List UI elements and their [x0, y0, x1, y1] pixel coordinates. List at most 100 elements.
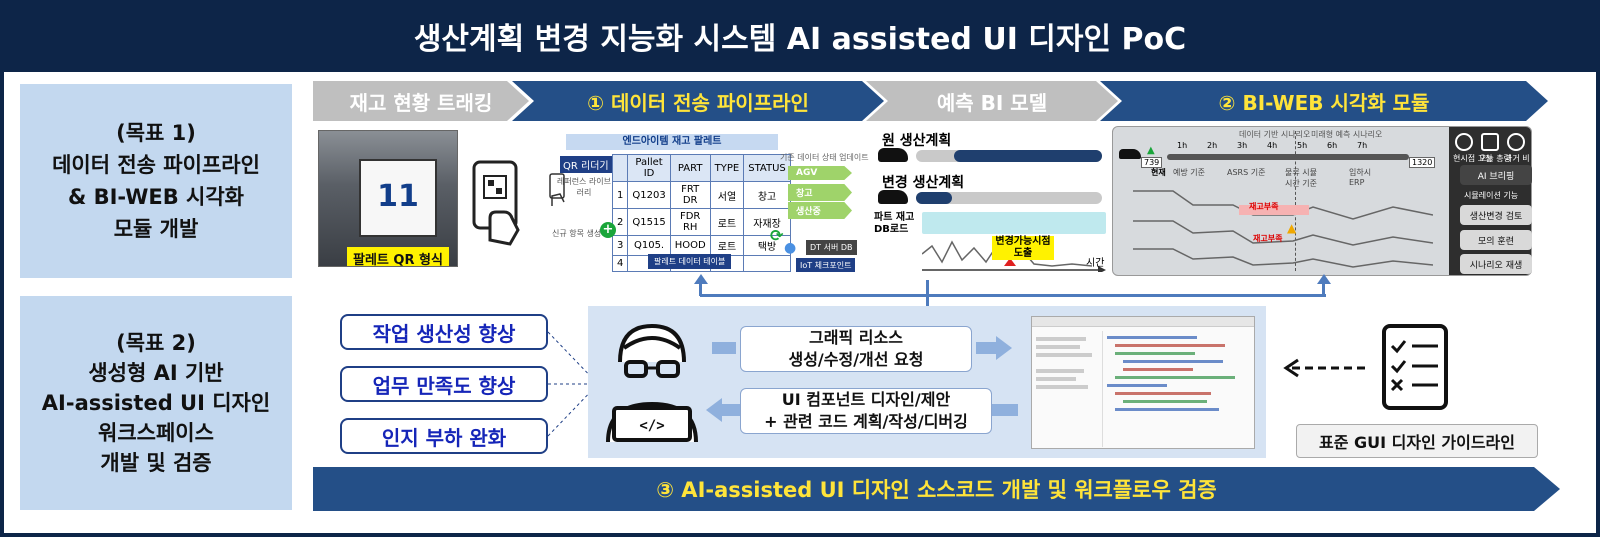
ai-briefing-button[interactable]: AI 브리핑	[1460, 165, 1532, 185]
request-line: + 관련 코드 계획/작성/디버깅	[764, 412, 968, 431]
history-icon[interactable]	[1507, 133, 1525, 151]
changed-plan-label: 변경 생산계획	[882, 175, 965, 191]
goal-1-line: 모듈 개발	[113, 217, 199, 241]
browser-bar	[1032, 317, 1254, 327]
photo-label: 팔레트 QR 형식	[347, 247, 449, 266]
pallet-photo: 11 팔레트 QR 형식	[318, 130, 458, 267]
pallet-data-table-label: 팔레트 데이터 테이블	[648, 254, 732, 269]
pin-icon[interactable]	[1455, 133, 1473, 151]
table-cell	[743, 255, 791, 272]
goal-2-line: 생성형 AI 기반	[88, 361, 224, 385]
time-tick: 3h	[1237, 141, 1248, 150]
arrow-left-shaft	[720, 404, 740, 416]
changed-plan-track	[916, 192, 1102, 204]
dt-server-db: DT 서버 DB	[806, 240, 857, 255]
stage-label: 예방 기준	[1173, 168, 1205, 177]
now-label: 현재	[1151, 168, 1166, 177]
car-icon	[1119, 149, 1141, 159]
table-cell: 창고	[743, 181, 791, 209]
step-forecast-bi-model: 예측 BI 모델	[866, 81, 1118, 121]
time-tick: 2h	[1207, 141, 1218, 150]
goal-2-heading: (목표 2)	[116, 331, 196, 355]
step-inventory-tracking: 재고 현황 트래킹	[313, 81, 529, 121]
iot-checkpoint: IoT 체크포인트	[796, 258, 856, 272]
counter-right: 1320	[1409, 157, 1436, 168]
page-title: 생산계획 변경 지능화 시스템 AI assisted UI 디자인 PoC	[0, 0, 1600, 72]
bi-web-dashboard: 데이터 기반 시나리오 미래형 예측 시나리오 1h 2h 3h 4h 5h 6…	[1112, 126, 1532, 276]
flow-chip-agv: AGV	[788, 166, 852, 180]
reference-library-label: 레퍼런스 라이브러리	[556, 177, 612, 197]
table-cell: 서열	[709, 181, 745, 209]
change-point-label: 변경가능시점 도출	[992, 236, 1054, 260]
goal-2-line: AI-assisted UI 디자인	[41, 391, 271, 415]
top-icon-label: 오늘 총량	[1479, 154, 1511, 163]
connector-horizontal	[700, 294, 1326, 297]
review-change-button[interactable]: 생산변경 검토	[1460, 205, 1532, 225]
scenario-lines	[1133, 190, 1433, 268]
pallet-table: Pallet ID PART TYPE STATUS 1 Q1203 FRT D…	[611, 154, 791, 272]
chat-pane	[1036, 333, 1096, 445]
table-header-cell	[611, 154, 629, 182]
table-cell: ...	[627, 271, 671, 272]
request-line: 생성/수정/개선 요청	[788, 350, 924, 369]
new-item-label: 신규 항목 생성	[552, 229, 602, 238]
shortage-warning-2: 재고부족	[1253, 234, 1283, 243]
table-row: 2 Q1515 FDR RH 로트 자재장	[611, 208, 791, 236]
arrowhead-icon	[694, 274, 708, 284]
top-icon-label: 현시점 고정	[1453, 154, 1493, 163]
location-pin-icon: ●	[784, 240, 797, 256]
arrow-left-icon	[706, 398, 722, 422]
connector-vertical	[926, 280, 929, 306]
table-header-cell: PART	[669, 154, 711, 182]
benefit-cognitive-load: 인지 부하 완화	[340, 418, 548, 454]
gui-guideline-label: 표준 GUI 디자인 가이드라인	[1296, 424, 1538, 458]
goal-1-box: (목표 1) 데이터 전송 파이프라인 & BI-WEB 시각화 모듈 개발	[20, 84, 292, 278]
shortage-warning-1: 재고부족	[1249, 202, 1279, 211]
scenario-replay-button[interactable]: 시나리오 재생	[1460, 254, 1532, 274]
goal-1-heading: (목표 1)	[116, 121, 196, 145]
request-line: UI 컴포넌트 디자인/제안	[781, 390, 951, 409]
goal-2-line: 워크스페이스	[98, 421, 214, 445]
pipeline-table-title: 엔드아이템 재고 팔레트	[566, 134, 778, 150]
table-cell: HOOD	[669, 235, 711, 256]
goal-2-line: 개발 및 검증	[100, 451, 212, 475]
benefit-productivity: 작업 생산성 향상	[340, 314, 548, 350]
time-tick: 7h	[1357, 141, 1368, 150]
checklist-icon	[1382, 324, 1448, 410]
add-plus-icon: +	[600, 222, 616, 238]
table-cell: FDR RH	[669, 208, 711, 236]
ai-chat-screenshot	[1031, 316, 1255, 449]
table-cell: ...	[743, 271, 791, 272]
update-note: 기존 데이터 상태 업데이트	[780, 153, 869, 162]
dashboard-header-right: 미래형 예측 시나리오	[1311, 130, 1383, 139]
stage-label: ASRS 기준	[1227, 168, 1266, 177]
table-cell: FRT DR	[669, 181, 711, 209]
stage-label: 물류 시뮬 시간 기준	[1285, 168, 1317, 188]
mock-training-button[interactable]: 모의 훈련	[1460, 230, 1532, 250]
table-header-cell: STATUS	[743, 154, 791, 182]
car-icon	[878, 148, 908, 162]
side-controls	[1449, 127, 1531, 275]
table-row: 1 Q1203 FRT DR 서열 창고	[611, 181, 791, 209]
table-header-row: Pallet ID PART TYPE STATUS	[611, 154, 791, 182]
refresh-icon: ⟳	[770, 226, 784, 245]
connector-right-up	[1322, 282, 1325, 296]
forecast-panel: 원 생산계획 변경 생산계획 파트 재고 DB로드 변경가능시점 도출 시간	[874, 128, 1106, 278]
ui-component-request: UI 컴포넌트 디자인/제안 + 관련 코드 계획/작성/디버깅	[740, 388, 992, 434]
time-tick: 5h	[1297, 141, 1308, 150]
arrow-right-icon	[712, 342, 736, 354]
table-cell: 로트	[709, 235, 745, 256]
dashed-arrow-left	[1283, 358, 1370, 378]
car-icon	[878, 190, 908, 204]
table-cell: ...	[709, 271, 745, 272]
parts-db-label: 파트 재고 DB로드	[874, 212, 915, 235]
table-cell: 4	[611, 255, 629, 272]
warning-icon: ▲	[1287, 221, 1297, 235]
flow-chip-warehouse: 창고	[788, 184, 852, 201]
time-tick: 4h	[1267, 141, 1278, 150]
table-cell: 1	[611, 181, 629, 209]
table-cell	[611, 271, 629, 272]
changed-plan-fill	[916, 192, 952, 204]
table-header-cell: TYPE	[709, 154, 745, 182]
calendar-icon[interactable]	[1481, 133, 1499, 151]
